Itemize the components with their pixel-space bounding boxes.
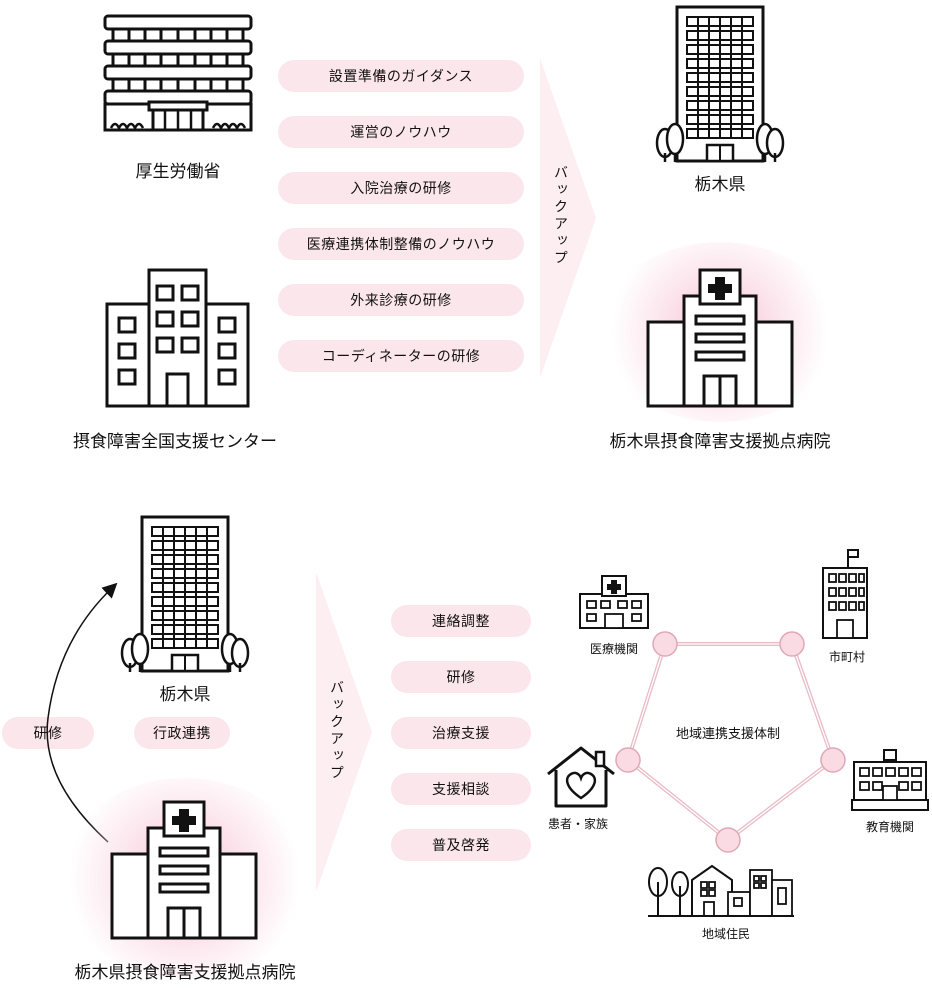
center-label: 摂食障害全国支援センター [73,432,277,452]
mhlw-building-icon [103,14,253,132]
bottom-pill-treatment: 治療支援 [391,717,531,749]
top-pill-inpatient: 入院治療の研修 [278,172,524,204]
family-label: 患者・家族 [547,817,608,831]
center-building-icon [105,268,250,408]
top-pill-coordinator: コーディネーターの研修 [278,340,524,372]
bottom-backup-label: バックアップ [328,680,344,782]
bottom-hospital-label: 栃木県摂食障害支援拠点病院 [74,963,296,983]
bottom-pref-tower-icon [120,515,250,673]
education-icon [851,749,929,811]
top-pill-operation: 運営のノウハウ [278,116,524,148]
top-hospital-label: 栃木県摂食障害支援拠点病院 [609,432,831,452]
admin-pill: 行政連携 [134,717,230,749]
network-center-label: 地域連携支援体制 [675,727,780,742]
top-backup-label: バックアップ [552,165,568,267]
municipality-label: 市町村 [828,650,865,664]
top-pill-cooperation: 医療連携体制整備のノウハウ [278,228,524,260]
pref-tower-icon [655,5,785,163]
top-pref-label: 栃木県 [694,175,746,195]
network-node-education [820,747,846,773]
residents-label: 地域住民 [701,927,750,941]
top-pill-outpatient: 外来診療の研修 [278,284,524,316]
municipality-icon [822,549,868,639]
top-pill-guidance: 設置準備のガイダンス [278,60,524,92]
bottom-pill-training: 研修 [391,661,531,693]
network-node-family [615,747,641,773]
medical-label: 医療機関 [589,642,638,656]
bottom-pill-consultation: 支援相談 [391,773,531,805]
training-pill: 研修 [2,717,94,749]
bottom-pref-label: 栃木県 [159,685,211,705]
bottom-pill-liaison: 連絡調整 [391,605,531,637]
family-home-icon [547,746,615,808]
network-node-residents [715,827,741,853]
bottom-hospital-icon [110,800,258,940]
residents-icon [648,864,794,917]
medical-institution-icon [579,575,649,629]
network-node-medical [652,631,678,657]
mhlw-label: 厚生労働省 [135,162,221,182]
education-label: 教育機関 [865,820,914,834]
bottom-pill-awareness: 普及啓発 [391,829,531,861]
network-node-municipality [779,631,805,657]
top-hospital-icon [646,268,794,408]
